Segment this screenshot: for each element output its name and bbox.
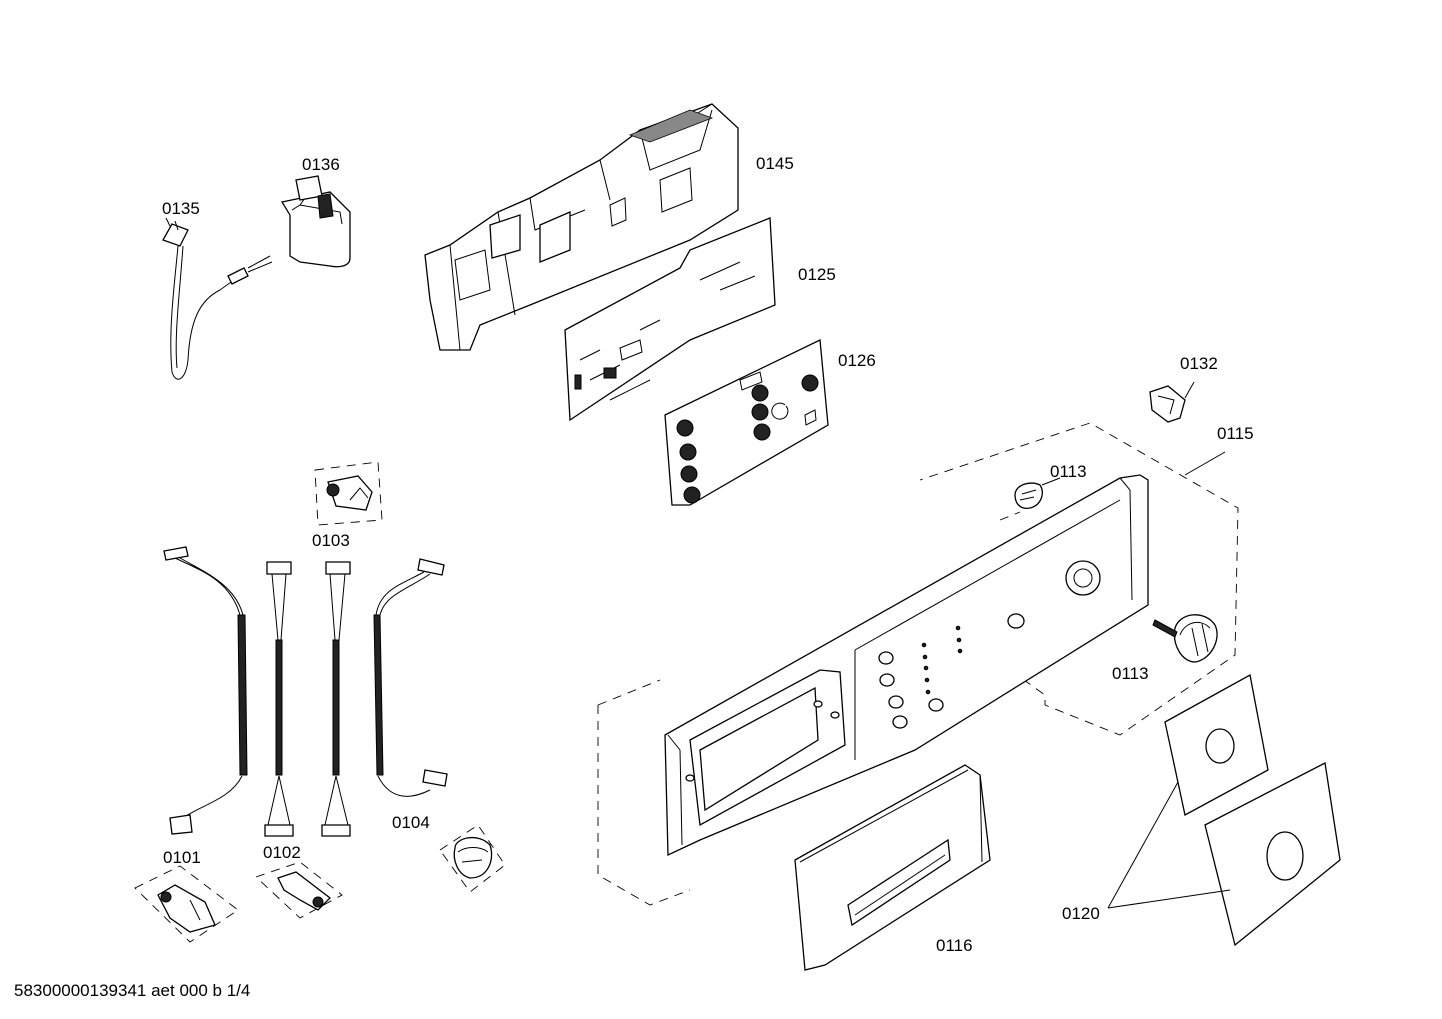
pump-0104-bottom xyxy=(439,824,506,893)
control-frame-0145 xyxy=(424,103,739,351)
panel-assembly-0115 xyxy=(597,422,1239,906)
part-label-0104: 0104 xyxy=(392,813,430,832)
wiring-harness-0102 xyxy=(264,561,351,837)
knob-board-0126 xyxy=(664,339,829,506)
part-label-0120: 0120 xyxy=(1062,904,1100,923)
part-label-0102: 0102 xyxy=(263,843,301,862)
part-label-0126: 0126 xyxy=(838,351,876,370)
document-id-footer: 58300000139341 aet 000 b 1/4 xyxy=(14,981,251,1000)
interference-filter-0136 xyxy=(280,175,351,268)
part-label-0135: 0135 xyxy=(162,199,200,218)
rotary-knob-0113 xyxy=(1152,614,1218,663)
decor-plates-0120 xyxy=(1107,673,1341,947)
wiring-harness-0104 xyxy=(373,558,448,797)
part-label-0145: 0145 xyxy=(756,154,794,173)
part-label-0103: 0103 xyxy=(312,531,350,550)
sensor-0102-bottom xyxy=(255,861,343,919)
wiring-harness-0101 xyxy=(163,546,248,835)
part-label-0113-top: 0113 xyxy=(1050,462,1087,481)
control-panel-fascia xyxy=(664,474,1149,857)
drawer-handle-0116 xyxy=(794,764,991,971)
circuit-board-0125 xyxy=(564,217,776,422)
part-label-0113-bottom: 0113 xyxy=(1112,664,1149,683)
pressure-switch-0103 xyxy=(314,461,383,526)
valve-0101-bottom xyxy=(134,865,239,943)
clip-0132 xyxy=(1149,381,1195,423)
part-label-0101: 0101 xyxy=(163,848,201,867)
part-label-0132: 0132 xyxy=(1180,354,1218,373)
part-label-0116: 0116 xyxy=(936,936,973,955)
part-label-0136: 0136 xyxy=(302,155,340,174)
part-label-0115: 0115 xyxy=(1217,424,1254,443)
power-cord-0135 xyxy=(162,217,273,380)
knob-insert-0113 xyxy=(1014,477,1061,509)
part-label-0125: 0125 xyxy=(798,265,836,284)
